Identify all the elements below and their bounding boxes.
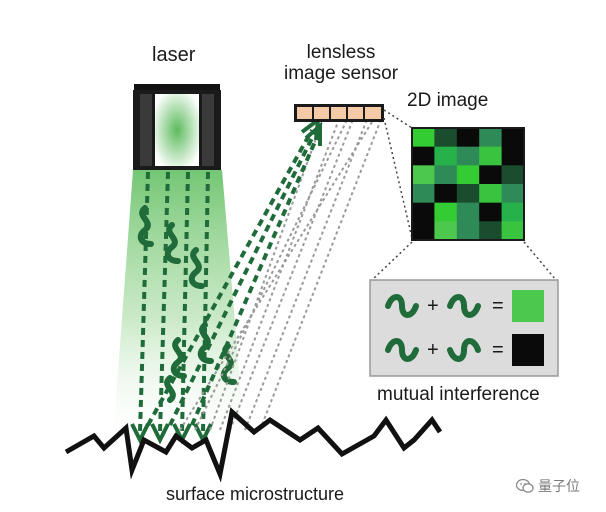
image-2d-frame <box>411 127 525 241</box>
image-2d-pixel <box>456 146 480 166</box>
wave-b-icon <box>447 294 481 318</box>
surface-profile <box>64 407 443 483</box>
image-2d-pixel <box>479 221 503 241</box>
image-2d-pixel <box>479 165 503 185</box>
image-2d-pixel <box>501 202 525 222</box>
image-2d-pixel <box>434 146 458 166</box>
image-2d-pixel <box>501 221 525 241</box>
equals-sign: = <box>492 339 504 361</box>
surface-label: surface microstructure <box>166 484 345 504</box>
image-2d-pixel <box>412 202 435 222</box>
laser-device <box>133 84 221 170</box>
image-to-panel-connector <box>371 241 557 281</box>
laser-beam-cone <box>113 170 245 440</box>
sensor-label-line1: lensless <box>306 42 376 63</box>
reflected-arrows <box>146 129 322 426</box>
image-2d-pixel <box>434 202 458 222</box>
image-2d-pixel <box>434 221 458 241</box>
laser-arrows <box>138 171 210 433</box>
image-2d-pixel <box>434 184 458 204</box>
image-2d-label: 2D image <box>407 90 489 111</box>
plus-sign: + <box>427 295 439 317</box>
wechat-icon <box>516 478 534 493</box>
image-2d-pixel <box>434 165 458 185</box>
image-2d-pixel <box>434 128 458 148</box>
image-2d-grid <box>412 128 525 241</box>
image-sensor <box>294 104 384 122</box>
sensor-to-image-connector <box>383 109 413 239</box>
wave-a-icon <box>385 294 419 318</box>
wave-d-icon <box>447 338 481 362</box>
mutual-interference-label: mutual interference <box>377 384 540 405</box>
laser-label: laser <box>152 44 196 66</box>
image-2d-pixel <box>479 184 503 204</box>
sensor-label: lensless image sensor <box>273 42 409 84</box>
image-2d-pixel <box>412 165 435 185</box>
image-2d-pixel <box>501 146 525 166</box>
image-2d-pixel <box>412 128 435 148</box>
image-2d-pixel <box>456 165 480 185</box>
wave-c-icon <box>385 338 419 362</box>
equals-sign: = <box>492 295 504 317</box>
bright-result-square <box>512 290 544 322</box>
image-2d-pixel <box>479 202 503 222</box>
watermark-text: 量子位 <box>538 478 580 494</box>
plus-sign: + <box>427 339 439 361</box>
image-2d-pixel <box>501 165 525 185</box>
sensor-label-line2: image sensor <box>283 63 399 84</box>
image-2d-pixel <box>456 184 480 204</box>
image-2d-pixel <box>501 128 525 148</box>
image-2d-pixel <box>412 221 435 241</box>
image-2d-pixel <box>456 202 480 222</box>
dark-result-square <box>512 334 544 366</box>
image-2d-pixel <box>456 221 480 241</box>
image-2d-pixel <box>412 184 435 204</box>
image-2d-pixel <box>501 184 525 204</box>
image-2d-pixel <box>479 128 503 148</box>
image-2d-pixel <box>479 146 503 166</box>
watermark: 量子位 <box>516 476 580 496</box>
image-2d-pixel <box>456 128 480 148</box>
image-2d-pixel <box>412 146 435 166</box>
